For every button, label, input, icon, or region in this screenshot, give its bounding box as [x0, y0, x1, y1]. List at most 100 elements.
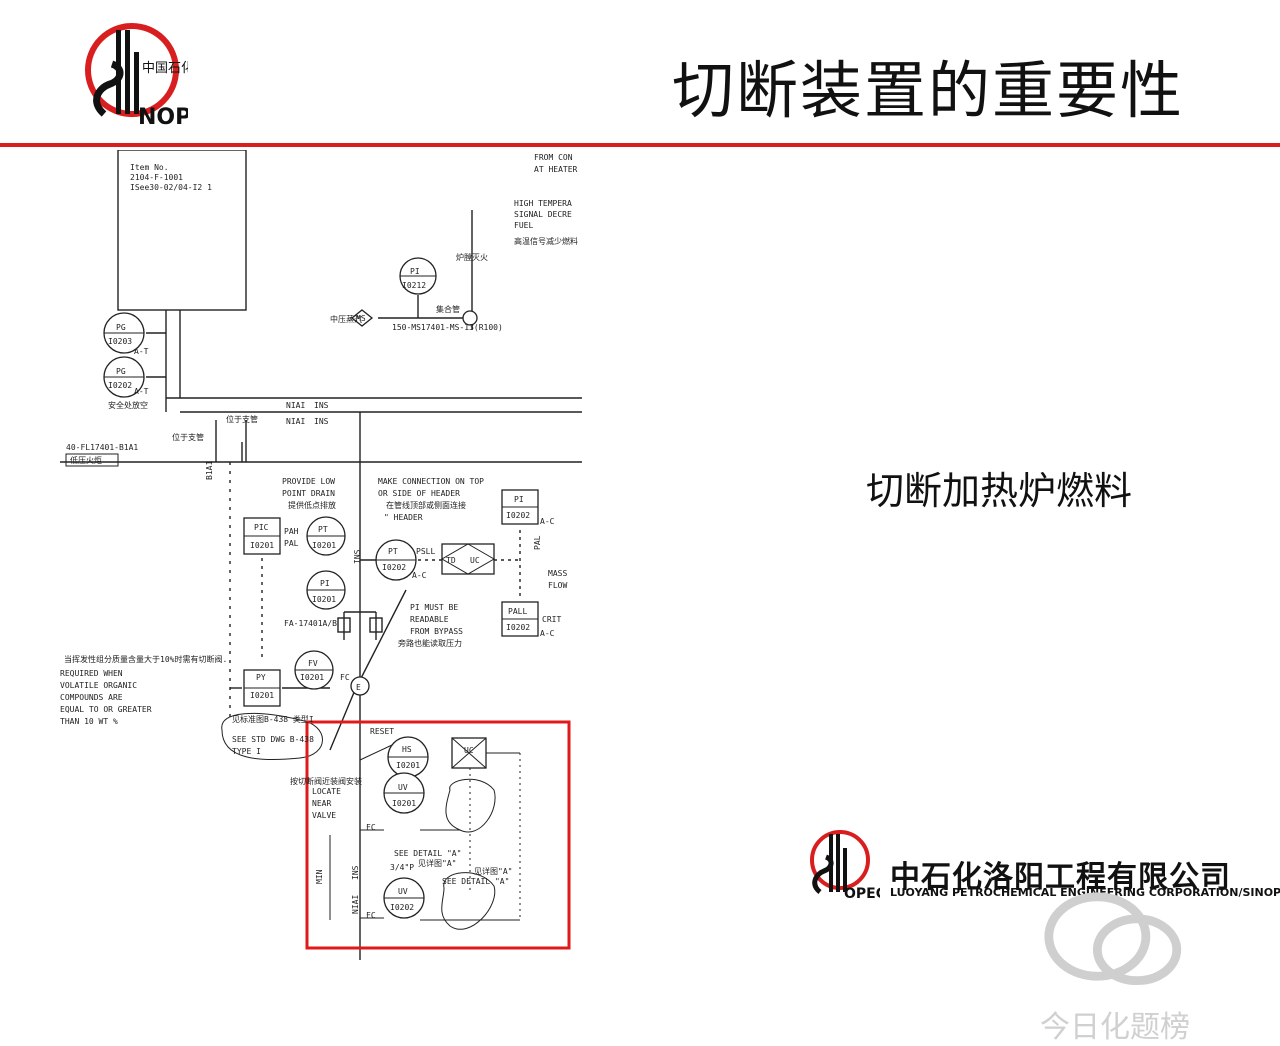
- note-fuel: FUEL: [514, 221, 533, 230]
- title-divider: [0, 143, 1280, 147]
- psll-label: PSLL: [416, 547, 435, 556]
- voc-note-2: VOLATILE ORGANIC: [60, 681, 137, 690]
- voc-note-1: REQUIRED WHEN: [60, 669, 123, 678]
- flow-label: FLOW: [548, 581, 567, 590]
- fc-label-3: FC: [366, 911, 376, 920]
- company-name-en: LUOYANG PETROCHEMICAL ENGINEERING CORPOR…: [890, 886, 1280, 899]
- ac-label-1: A-C: [412, 571, 427, 580]
- note-signal: SIGNAL DECRE: [514, 210, 572, 219]
- pi-note-3: FROM BYPASS: [410, 627, 463, 636]
- make-conn-3: " HEADER: [384, 513, 423, 522]
- uv-0201-tag: UV: [398, 783, 408, 792]
- pi-0201-tag: PI: [320, 579, 330, 588]
- pt-0201-tag: PT: [318, 525, 328, 534]
- py-tag: PY: [256, 673, 266, 682]
- uc-label-2: UC: [464, 746, 474, 755]
- td-label: TD: [446, 556, 456, 565]
- make-conn-cn: 在管线顶部或侧面连接: [386, 500, 466, 510]
- item-no-label: Item No.: [130, 163, 169, 172]
- pt-0202-tag: PT: [388, 547, 398, 556]
- detail-a2-en: SEE DETAIL "A": [442, 877, 509, 886]
- make-conn-1: MAKE CONNECTION ON TOP: [378, 477, 484, 486]
- detail-a-cn: 见详图"A": [418, 858, 456, 868]
- niai-label-1: NIAI: [286, 401, 305, 410]
- std-note-1: SEE STD DWG B-438: [232, 735, 314, 744]
- pg-0203-tag: PG: [116, 323, 126, 332]
- pt-0202-num: I0202: [382, 563, 406, 572]
- note-from-con: FROM CON: [534, 153, 573, 162]
- reset-label: RESET: [370, 727, 394, 736]
- highlight-box: [305, 720, 571, 950]
- pi-0202-num: I0202: [506, 511, 530, 520]
- pg-0203-num: I0203: [108, 337, 132, 346]
- fc-label-2: FC: [366, 823, 376, 832]
- locate-cn: 按切断阀近装阀安装: [290, 776, 362, 786]
- detail-a-1: SEE DETAIL "A": [394, 849, 461, 858]
- voc-note-5: THAN 10 WT %: [60, 717, 118, 726]
- company-footer: OPEC 中石化洛阳工程有限公司 LUOYANG PETROCHEMICAL E…: [800, 826, 1280, 902]
- page-title: 切断装置的重要性: [671, 54, 1184, 127]
- fa-label: FA-17401A/B: [284, 619, 337, 628]
- side-label: 炉膛灭火: [456, 252, 488, 262]
- low-drain-cn: 提供低点排放: [288, 500, 336, 510]
- fv-tag: FV: [308, 659, 318, 668]
- ac-label-3: A-C: [540, 629, 555, 638]
- pi-0201-num: I0201: [312, 595, 336, 604]
- locate-2: NEAR: [312, 799, 331, 808]
- pall-tag: PALL: [508, 607, 527, 616]
- ins-vertical-2: INS: [351, 865, 360, 880]
- hs-num: I0201: [396, 761, 420, 770]
- niai-label-2: NIAI: [286, 417, 305, 426]
- pi-0212-num: I0212: [402, 281, 426, 290]
- watermark-text: 今日化题榜: [1040, 1009, 1190, 1045]
- fuel-source-box: 低压火炬: [70, 455, 102, 465]
- pal-label: PAL: [284, 539, 299, 548]
- item-number: 2104-F-1001: [130, 173, 183, 182]
- hs-tag: HS: [402, 745, 412, 754]
- line-40-label: 40-FL17401-B1A1: [66, 443, 138, 452]
- low-drain-2: POINT DRAIN: [282, 489, 335, 498]
- voc-note-4: EQUAL TO OR GREATER: [60, 705, 152, 714]
- at-label-1: A-T: [134, 347, 149, 356]
- crit-label: CRIT: [542, 615, 561, 624]
- voc-note-cn: 当挥发性组分质量含量大于10%时需有切断阀.: [64, 654, 227, 664]
- p34-label: 3/4"P: [390, 863, 414, 872]
- pg-0202-num: I0202: [108, 381, 132, 390]
- uc-label-1: UC: [470, 556, 480, 565]
- collect-pipe-label: 集合管: [436, 304, 460, 314]
- sinopec-logo: 中国石化 NOPEC: [85, 23, 188, 130]
- company-name-cn: 中石化洛阳工程有限公司: [890, 860, 1231, 895]
- pid-diagram: Item No. 2104-F-1001 ISee30-02/04-I2 1 F…: [60, 150, 582, 960]
- ms-label: MS: [356, 314, 366, 323]
- pi-note-1: PI MUST BE: [410, 603, 458, 612]
- pic-tag: PIC: [254, 523, 269, 532]
- pi-0202-tag: PI: [514, 495, 524, 504]
- std-note-cn: 见标准图B-438 类型I: [232, 714, 314, 724]
- slide-subtitle: 切断加热炉燃料: [866, 469, 1133, 513]
- item-ref: ISee30-02/04-I2 1: [130, 183, 212, 192]
- mp-steam-label: 中压蒸汽: [330, 314, 362, 324]
- pal-vertical: PAL: [533, 535, 542, 550]
- loc-label-2: 位于支管: [172, 432, 204, 442]
- pi-note-2: READABLE: [410, 615, 449, 624]
- note-at-heater: AT HEATER: [534, 165, 578, 174]
- ins-label-2: INS: [314, 417, 329, 426]
- ac-label-2: A-C: [540, 517, 555, 526]
- fc-label-1: FC: [340, 673, 350, 682]
- ins-label-1: INS: [314, 401, 329, 410]
- pi-0212-tag: PI: [410, 267, 420, 276]
- watermark: 今日化题榜: [1040, 888, 1190, 1046]
- low-drain-1: PROVIDE LOW: [282, 477, 335, 486]
- e-label: E: [356, 683, 361, 692]
- pall-num: I0202: [506, 623, 530, 632]
- pt-0201-num: I0201: [312, 541, 336, 550]
- note-high-temp: HIGH TEMPERA: [514, 199, 572, 208]
- b1a1-label: B1A1: [205, 461, 214, 480]
- at-label-2: A-T: [134, 387, 149, 396]
- wechat-icon: [1044, 892, 1182, 986]
- pah-label: PAH: [284, 527, 299, 536]
- note-cn: 高温信号减少燃料: [514, 236, 578, 246]
- niai-vertical: NIAI: [351, 895, 360, 914]
- pi-note-cn: 旁路也能读取压力: [398, 638, 462, 648]
- line-150-label: 150-MS17401-MS-13(R100): [392, 323, 503, 332]
